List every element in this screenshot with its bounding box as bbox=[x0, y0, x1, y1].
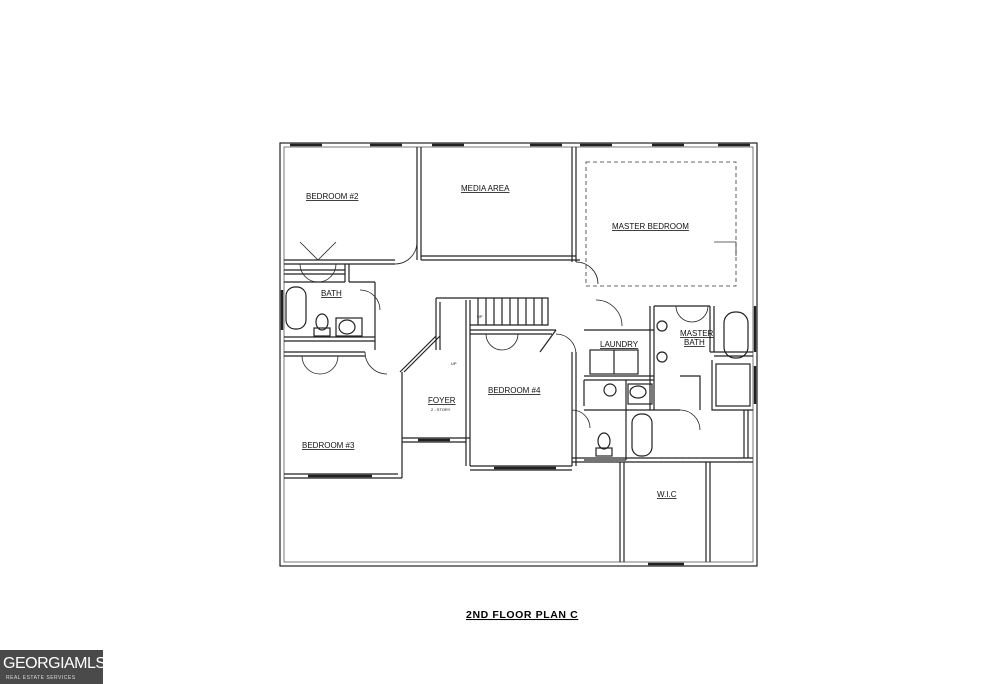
stair-label-up-2: UP bbox=[451, 361, 457, 366]
georgia-mls-watermark: GEORGIAMLS REAL ESTATE SERVICES bbox=[0, 650, 106, 684]
stair-label-up-1: UP bbox=[477, 314, 483, 319]
watermark-tagline: REAL ESTATE SERVICES bbox=[6, 675, 76, 681]
room-label-master-bedroom: MASTER BEDROOM bbox=[612, 222, 689, 231]
room-note-foyer: 2 - STORY bbox=[431, 407, 451, 412]
room-label-wic: W.I.C bbox=[657, 490, 677, 499]
room-label-foyer: FOYER bbox=[428, 396, 456, 405]
plan-title: 2ND FLOOR PLAN C bbox=[466, 609, 578, 621]
watermark-brand: GEORGIAMLS bbox=[3, 655, 106, 672]
room-label-laundry: LAUNDRY bbox=[600, 340, 639, 349]
windows bbox=[280, 143, 757, 566]
room-label-bath: BATH bbox=[321, 289, 342, 298]
room-label-master-bath-line1: MASTER bbox=[680, 329, 714, 338]
walls bbox=[279, 142, 758, 567]
tray-ceiling bbox=[585, 161, 737, 287]
room-label-bedroom3: BEDROOM #3 bbox=[302, 441, 355, 450]
room-label-media-area: MEDIA AREA bbox=[461, 184, 510, 193]
room-label-bedroom4: BEDROOM #4 bbox=[488, 386, 541, 395]
room-label-master-bath-line2: BATH bbox=[684, 338, 705, 347]
room-label-bedroom2: BEDROOM #2 bbox=[306, 192, 359, 201]
